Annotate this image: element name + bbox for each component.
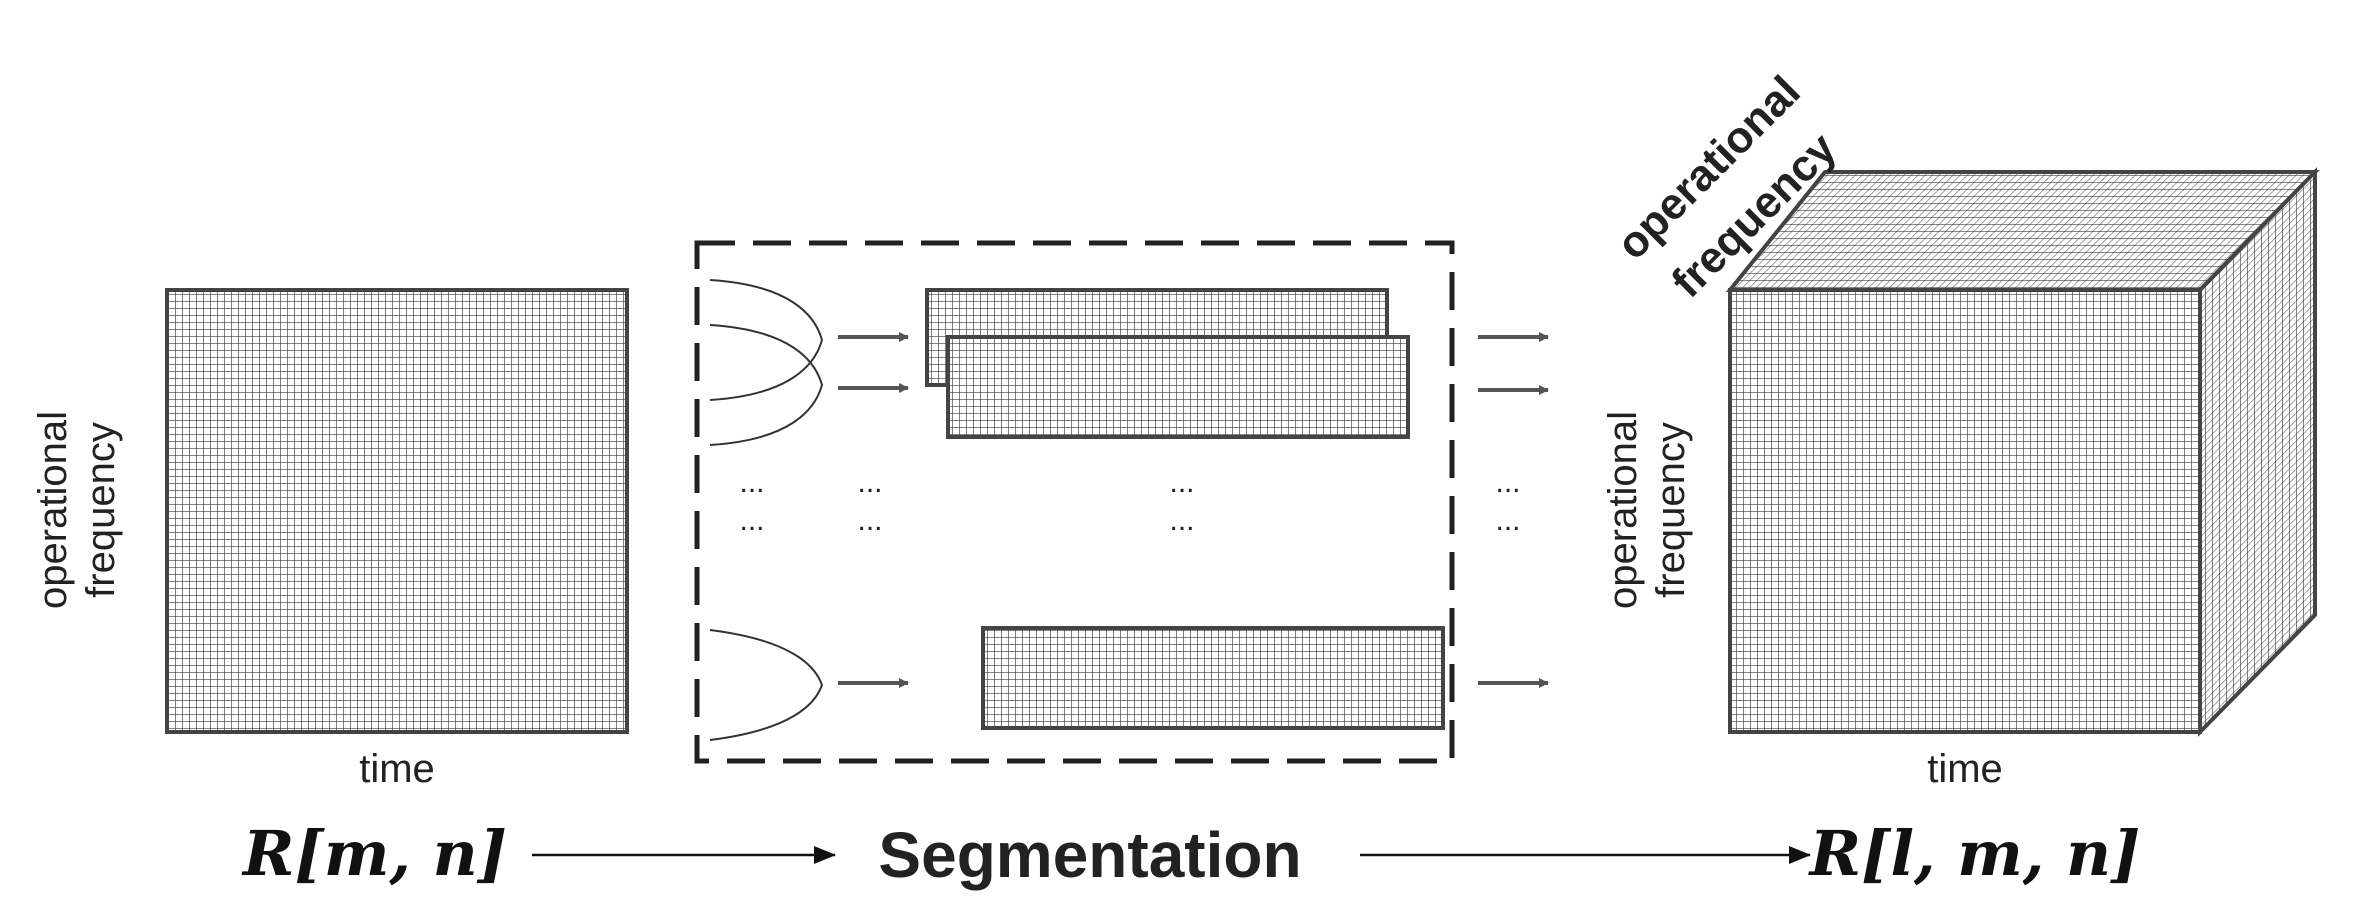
segment-last (981, 626, 1445, 730)
ellipsis: ... (857, 466, 882, 499)
output-arrows: ... ... (1478, 332, 1549, 688)
ellipsis: ... (1169, 504, 1194, 537)
cube-y-label-line1: operational (1601, 411, 1645, 609)
output-cube: operational frequency time operational f… (1601, 67, 2320, 791)
gaussian-window-1 (709, 279, 824, 401)
ellipsis: ... (1169, 466, 1194, 499)
input-y-label-line2: frequency (79, 422, 123, 598)
segmentation-dashed-border (694, 240, 1455, 764)
input-y-label-line1: operational (31, 411, 75, 609)
ellipsis: ... (1495, 466, 1520, 499)
segment-2 (946, 335, 1410, 439)
gaussian-window-2 (709, 324, 824, 446)
cube-y-label-line2: frequency (1649, 422, 1693, 598)
input-matrix: operational frequency time (31, 288, 629, 791)
input-symbol: R[m, n] (241, 817, 507, 890)
cube-front-face (1728, 288, 2202, 734)
input-x-label: time (359, 747, 435, 791)
ellipsis: ... (857, 504, 882, 537)
output-symbol: R[l, m, n] (1808, 817, 2141, 890)
cube-x-label: time (1927, 747, 2003, 791)
ellipsis: ... (739, 466, 764, 499)
pipeline: R[m, n] Segmentation R[l, m, n] (241, 817, 2140, 891)
segmentation-box: ... ... ... ... ... ... (694, 240, 1455, 764)
segmentation-title: Segmentation (878, 819, 1301, 891)
ellipsis: ... (739, 504, 764, 537)
gaussian-window-last (709, 629, 824, 741)
input-matrix-grid (165, 288, 629, 734)
ellipsis: ... (1495, 504, 1520, 537)
